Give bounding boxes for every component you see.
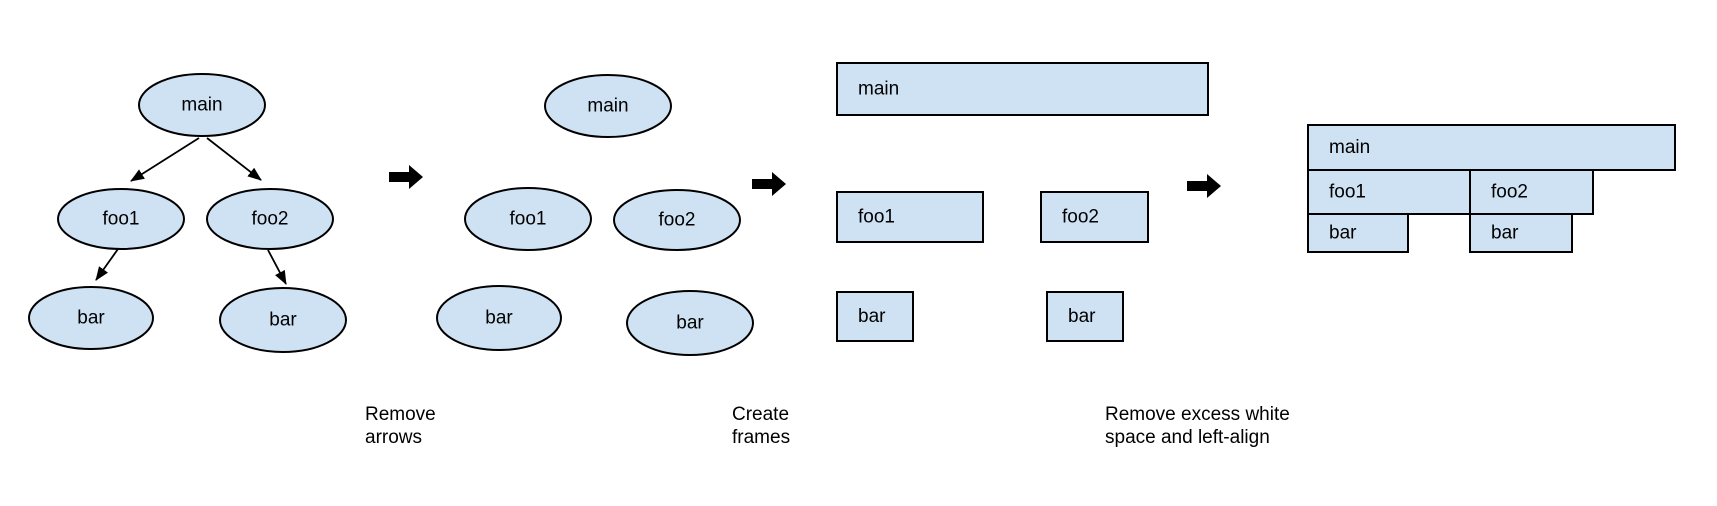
tree-no-arrows-node-main-1: main [544, 74, 672, 138]
tree-with-arrows-node-label: bar [77, 308, 105, 329]
tree-with-arrows-edge-arrow-2 [206, 137, 262, 181]
tree-no-arrows-node-foo1-2: foo1 [464, 187, 592, 251]
flame-graph-frame-label: foo2 [1491, 182, 1528, 203]
transition-label-create-frames: Create frames [732, 403, 790, 449]
frames-rect [836, 62, 1209, 116]
flame-graph-frame-bar-5: bar [1469, 213, 1573, 253]
flame-graph-frame-label: bar [1491, 223, 1519, 244]
caption-line: arrows [365, 427, 423, 448]
tree-no-arrows-node-label: foo1 [510, 209, 547, 230]
tree-with-arrows-node-foo2-3: foo2 [206, 188, 334, 250]
tree-with-arrows-node-main-1: main [138, 73, 266, 137]
caption-line: frames [732, 427, 791, 448]
frames-frame-label: bar [858, 306, 886, 327]
tree-no-arrows-ellipse [626, 290, 754, 356]
tree-no-arrows-ellipse [613, 189, 741, 251]
tree-with-arrows-edge-arrow-4 [267, 249, 287, 285]
frames-frame-bar-4: bar [836, 291, 914, 342]
caption-line: Remove excess white [1105, 404, 1290, 425]
tree-no-arrows-node-bar-4: bar [436, 285, 562, 351]
transition-label-remove-arrows: Remove arrows [365, 403, 436, 449]
transition-arrow-1-icon [389, 165, 423, 189]
frames-rect [836, 291, 914, 342]
tree-no-arrows-node-label: bar [676, 313, 704, 334]
tree-with-arrows-node-bar-4: bar [28, 286, 154, 350]
frames-frame-label: bar [1068, 306, 1096, 327]
tree-with-arrows-edge-arrow-1 [130, 137, 200, 182]
tree-with-arrows-node-label: main [181, 95, 222, 116]
frames-frame-bar-5: bar [1046, 291, 1124, 342]
transition-arrow-2-icon [752, 172, 786, 196]
flame-graph-rect [1307, 124, 1676, 171]
tree-no-arrows-node-bar-5: bar [626, 290, 754, 356]
tree-no-arrows-node-label: bar [485, 308, 513, 329]
frames-frame-label: foo2 [1062, 207, 1099, 228]
tree-with-arrows-ellipse [57, 188, 185, 250]
flame-graph-frame-bar-4: bar [1307, 213, 1409, 253]
tree-with-arrows-edge-arrow-3 [95, 248, 119, 281]
tree-with-arrows-node-foo1-2: foo1 [57, 188, 185, 250]
flame-graph-rect [1469, 169, 1594, 215]
frames-rect [836, 191, 984, 243]
tree-with-arrows-ellipse [219, 287, 347, 353]
frames-frame-label: main [858, 79, 899, 100]
tree-with-arrows-ellipse [206, 188, 334, 250]
frames-rect [1040, 191, 1149, 243]
transition-arrow-3-icon [1187, 174, 1221, 198]
frames-frame-main-1: main [836, 62, 1209, 116]
tree-with-arrows-ellipse [28, 286, 154, 350]
flame-graph-rect [1307, 213, 1409, 253]
tree-no-arrows-node-foo2-3: foo2 [613, 189, 741, 251]
flame-graph-frame-foo2-3: foo2 [1469, 169, 1594, 215]
flame-graph-frame-foo1-2: foo1 [1307, 169, 1471, 215]
tree-with-arrows-node-label: foo1 [103, 209, 140, 230]
caption-line: space and left-align [1105, 427, 1270, 448]
tree-with-arrows-node-bar-5: bar [219, 287, 347, 353]
tree-no-arrows-ellipse [464, 187, 592, 251]
tree-no-arrows-ellipse [544, 74, 672, 138]
flame-graph-frame-label: main [1329, 137, 1370, 158]
tree-no-arrows-node-label: foo2 [659, 210, 696, 231]
caption-line: Remove [365, 404, 436, 425]
flame-graph-rect [1469, 213, 1573, 253]
frames-frame-label: foo1 [858, 207, 895, 228]
frames-frame-foo1-2: foo1 [836, 191, 984, 243]
flame-graph-frame-label: bar [1329, 223, 1357, 244]
tree-no-arrows-ellipse [436, 285, 562, 351]
tree-no-arrows-node-label: main [587, 96, 628, 117]
tree-with-arrows-node-label: foo2 [252, 209, 289, 230]
flame-graph-frame-main-1: main [1307, 124, 1676, 171]
flame-graph-frame-label: foo1 [1329, 182, 1366, 203]
frames-rect [1046, 291, 1124, 342]
frames-frame-foo2-3: foo2 [1040, 191, 1149, 243]
tree-with-arrows-node-label: bar [269, 310, 297, 331]
caption-line: Create [732, 404, 790, 425]
transition-label-remove-whitespace: Remove excess white space and left-align [1105, 403, 1290, 449]
tree-with-arrows-ellipse [138, 73, 266, 137]
